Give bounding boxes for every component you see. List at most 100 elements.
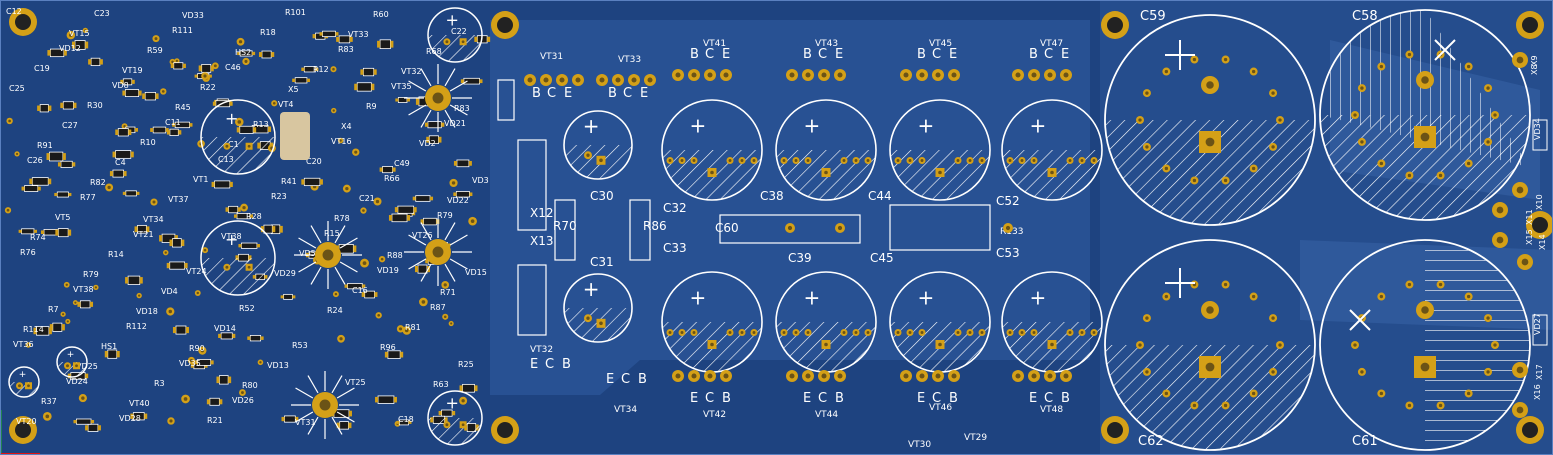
smd-pad: [144, 413, 148, 419]
pad-hole: [1438, 282, 1443, 287]
pin-label: B: [803, 47, 812, 62]
pad-hole: [1466, 294, 1471, 299]
pad-hole: [1360, 86, 1364, 90]
pad-hole: [259, 361, 262, 364]
pin-label: E: [606, 372, 614, 387]
pad-hole: [1493, 343, 1497, 347]
pad-hole: [1438, 403, 1443, 408]
pad-hole: [1486, 86, 1490, 90]
mounting-hole-drill: [497, 17, 513, 33]
smd-pad: [319, 32, 323, 36]
pad-hole: [787, 225, 793, 231]
component-designator: C60: [715, 221, 739, 235]
pad-hole: [668, 159, 672, 162]
component-designator: VT48: [1040, 405, 1063, 415]
pad-hole: [432, 246, 444, 258]
smd-component: [338, 244, 354, 254]
pad-hole: [175, 59, 179, 62]
smd-pad: [172, 123, 176, 127]
smd-pad: [460, 79, 464, 84]
component-designator: C30: [590, 189, 614, 203]
smd-pad: [99, 59, 103, 65]
smd-component: [219, 375, 229, 385]
component-designator: R53: [292, 341, 308, 350]
pad-hole: [27, 343, 30, 347]
heatsink-fin: [331, 375, 343, 394]
pad-hole: [272, 101, 276, 105]
smd-component: [24, 185, 39, 192]
pad-hole: [920, 331, 924, 334]
pad-hole: [723, 373, 729, 379]
heatsink-fin: [449, 80, 468, 92]
smd-pad: [392, 167, 396, 172]
pad-hole: [123, 124, 126, 128]
smd-pad: [54, 192, 58, 197]
connector-label: VD27: [1533, 313, 1542, 335]
smd-pad: [260, 336, 264, 340]
smd-pad: [248, 255, 252, 261]
component-designator: VT34: [614, 405, 637, 415]
smd-pad: [400, 351, 404, 358]
smd-pad: [237, 207, 241, 212]
component-designator: VD35: [179, 359, 201, 368]
smd-pad: [165, 128, 169, 132]
smd-pad: [394, 207, 398, 213]
heatsink-fin: [331, 416, 343, 435]
smd-component: [169, 128, 179, 136]
pad-hole: [1092, 159, 1096, 162]
pad-hole: [1068, 159, 1072, 162]
pin-label: C: [818, 47, 827, 62]
pad-hole: [200, 348, 205, 353]
pad-hole: [837, 373, 843, 379]
component-designator: VT15: [69, 29, 90, 38]
pad-hole: [692, 331, 696, 334]
component-designator: VT5: [55, 213, 70, 222]
pad-hole: [334, 292, 338, 296]
pad-hole: [319, 399, 331, 411]
smd-pad: [412, 196, 416, 201]
component-designator: VD18: [136, 307, 158, 316]
copper-pour: [490, 20, 1090, 395]
smd-pad: [150, 128, 154, 132]
pad-hole: [599, 158, 603, 163]
smd-pad: [268, 126, 272, 132]
smd-pad: [134, 226, 138, 233]
smd-pad: [172, 326, 176, 334]
pad-hole: [543, 77, 549, 83]
pad-hole: [842, 331, 846, 334]
smd-component: [239, 125, 254, 134]
smd-pad: [252, 51, 256, 56]
smd-pad: [85, 373, 89, 379]
mounting-hole-drill: [1107, 17, 1123, 33]
pad-hole: [242, 205, 246, 210]
component-designator: VD13: [267, 361, 289, 370]
smd-pad: [377, 40, 381, 48]
smd-pad: [229, 181, 233, 187]
pad-hole: [789, 72, 795, 78]
smd-pad: [125, 277, 129, 284]
pad-hole: [461, 399, 465, 403]
component-designator: C26: [27, 156, 43, 165]
pad-hole: [1020, 159, 1024, 162]
component-designator: R71: [440, 288, 456, 297]
pad-hole: [247, 144, 251, 148]
smd-pad: [55, 229, 59, 236]
smd-component: [362, 67, 375, 77]
pad-hole: [968, 331, 972, 334]
pin-label: E: [1029, 391, 1037, 406]
smd-pad: [232, 333, 236, 338]
component-designator: R63: [433, 380, 449, 389]
pad-hole: [322, 249, 334, 261]
component-designator: R25: [458, 360, 474, 369]
smd-pad: [139, 277, 143, 284]
smd-pad: [194, 74, 198, 78]
component-designator: VT34: [143, 215, 164, 224]
pad-hole: [691, 72, 697, 78]
smd-component: [462, 383, 475, 393]
smd-pad: [184, 262, 188, 269]
component-designator: R18: [260, 28, 276, 37]
pad-hole: [1020, 331, 1024, 334]
pad-hole: [1379, 161, 1384, 166]
pad-hole: [752, 159, 756, 162]
